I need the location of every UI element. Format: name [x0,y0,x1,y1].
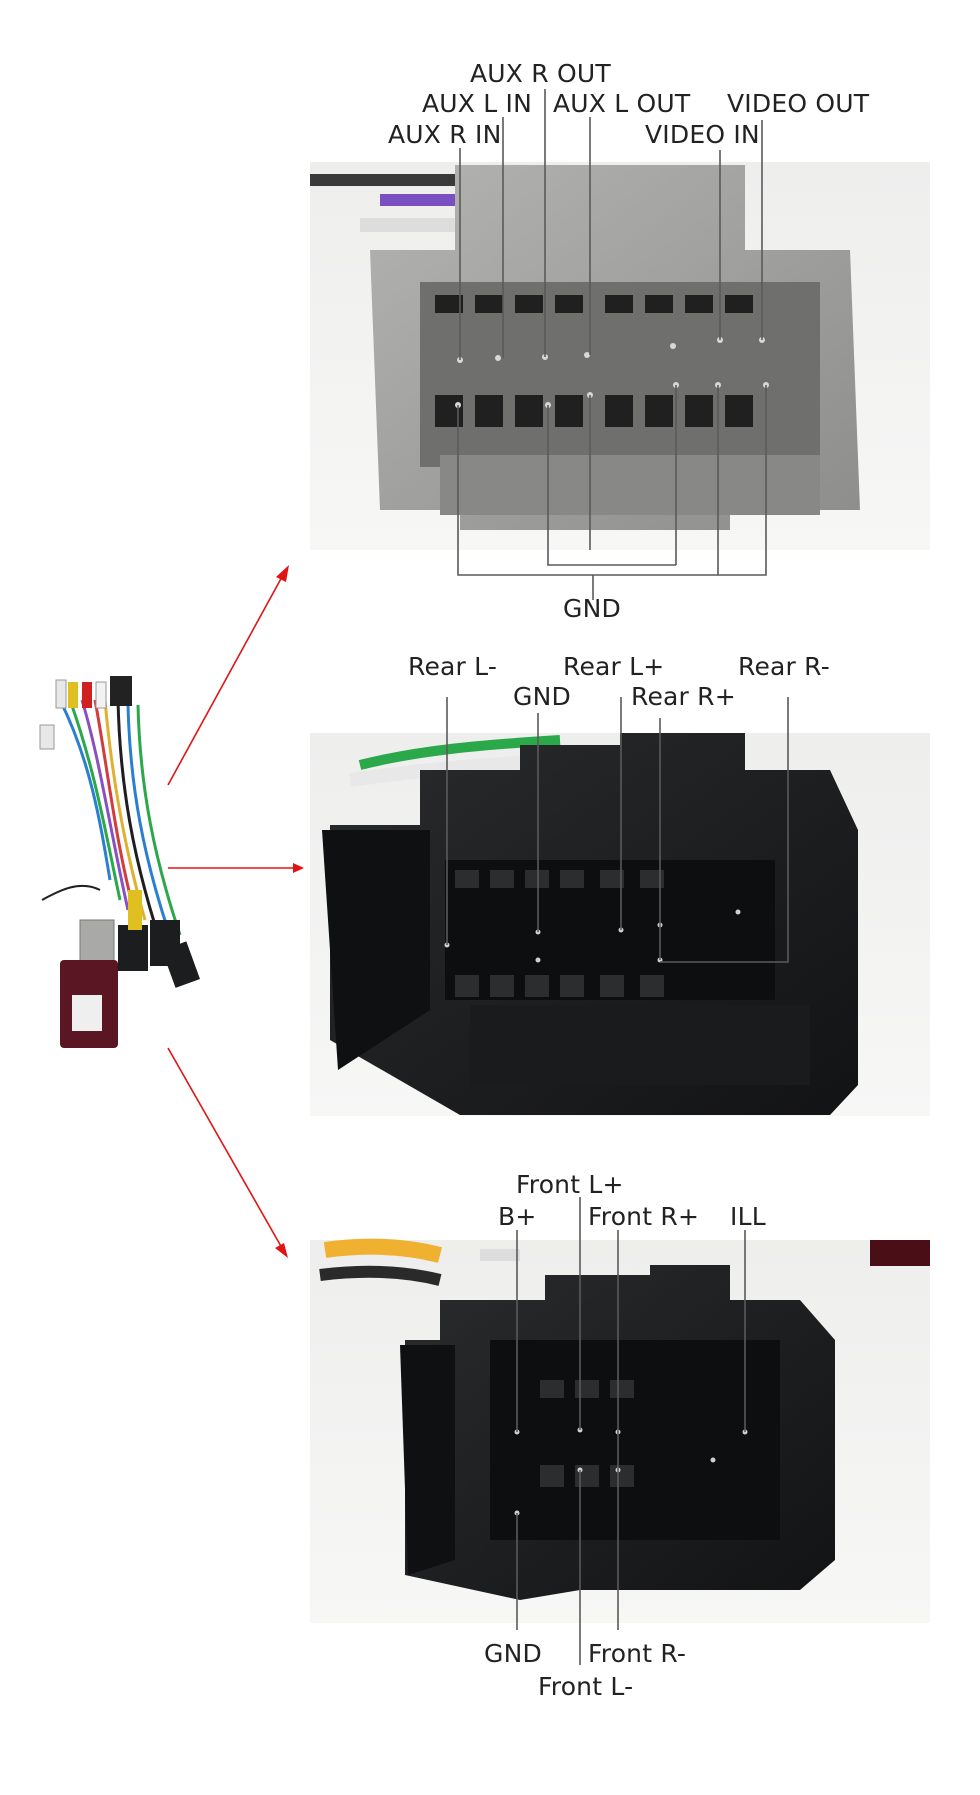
label-front-r-plus: Front R+ [588,1202,699,1231]
label-aux-r-in: AUX R IN [388,120,501,149]
label-front-r-minus: Front R- [588,1639,686,1668]
label-video-out: VIDEO OUT [727,89,870,118]
label-gnd-bottom-3: GND [484,1639,542,1668]
label-gnd-bottom: GND [563,594,621,623]
label-aux-l-out: AUX L OUT [553,89,691,118]
connector-3-photo [310,1238,930,1623]
arrow-to-connector-3 [167,1047,283,1249]
label-ill: ILL [730,1202,766,1231]
connector-1-leaders [457,89,767,600]
label-front-l-plus: Front L+ [516,1170,624,1199]
connector-2-photo [310,733,930,1116]
label-b-plus: B+ [498,1202,537,1231]
pointer-arrows [167,565,304,1258]
arrow-to-connector-1 [167,574,284,786]
connector-3-labels: Front L+ B+ Front R+ ILL GND Front R- Fr… [484,1170,766,1701]
label-rear-l-minus: Rear L- [408,652,497,681]
arrow-head-2 [293,863,304,873]
connector-3-leaders [516,1197,746,1665]
label-front-l-minus: Front L- [538,1672,633,1701]
connector-1-labels: AUX R OUT AUX L IN AUX L OUT VIDEO OUT A… [388,59,870,623]
arrow-head-1 [276,565,289,582]
label-aux-r-out: AUX R OUT [470,59,611,88]
arrow-head-3 [275,1243,288,1258]
connector-2-leaders [446,697,789,963]
label-rear-r-plus: Rear R+ [631,682,736,711]
label-rear-r-minus: Rear R- [738,652,830,681]
label-aux-l-in: AUX L IN [422,89,532,118]
harness-thumbnail [39,676,200,1048]
connector-1-photo [310,162,930,550]
connector-2-labels: Rear L- Rear L+ Rear R- GND Rear R+ [408,652,830,711]
label-gnd: GND [513,682,571,711]
label-rear-l-plus: Rear L+ [563,652,664,681]
label-video-in: VIDEO IN [645,120,760,149]
